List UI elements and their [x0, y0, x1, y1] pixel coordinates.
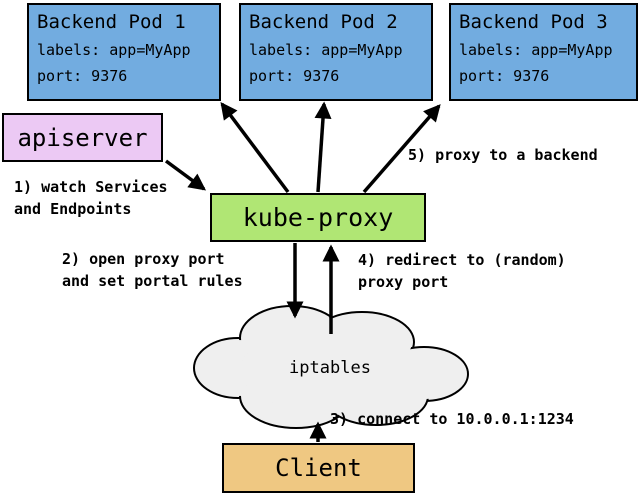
backend-pod-2-box: Backend Pod 2 labels: app=MyApp port: 93… — [239, 3, 433, 101]
iptables-label: iptables — [289, 358, 371, 378]
pod-title: Backend Pod 3 — [459, 11, 608, 33]
pod-labels-line: labels: app=MyApp — [459, 41, 613, 59]
pod-port-line: port: 9376 — [37, 67, 128, 85]
kube-proxy-label: kube-proxy — [242, 203, 394, 232]
step-4-label: 4) redirect to (random) proxy port — [358, 251, 566, 291]
arrow-proxy-to-pod2 — [314, 101, 332, 193]
apiserver-box: apiserver — [2, 113, 163, 162]
pod-title: Backend Pod 1 — [37, 11, 186, 33]
kube-proxy-box: kube-proxy — [210, 193, 426, 242]
pod-port-line: port: 9376 — [249, 67, 340, 85]
apiserver-label: apiserver — [17, 123, 148, 152]
client-label: Client — [275, 454, 362, 482]
backend-pod-3-box: Backend Pod 3 labels: app=MyApp port: 93… — [449, 3, 638, 101]
pod-port-line: port: 9376 — [459, 67, 550, 85]
pod-labels-line: labels: app=MyApp — [249, 41, 403, 59]
client-box: Client — [222, 443, 415, 493]
step-2-label: 2) open proxy port and set portal rules — [62, 250, 243, 290]
arrow-proxy-to-pod1 — [220, 101, 290, 194]
step-1-label: 1) watch Services and Endpoints — [14, 178, 168, 218]
arrow-step1-watch — [164, 159, 207, 191]
pod-labels-line: labels: app=MyApp — [37, 41, 191, 59]
pod-title: Backend Pod 2 — [249, 11, 398, 33]
step-3-label: 3) connect to 10.0.0.1:1234 — [330, 410, 574, 428]
step-5-label: 5) proxy to a backend — [408, 146, 598, 164]
backend-pod-1-box: Backend Pod 1 labels: app=MyApp port: 93… — [27, 3, 221, 101]
